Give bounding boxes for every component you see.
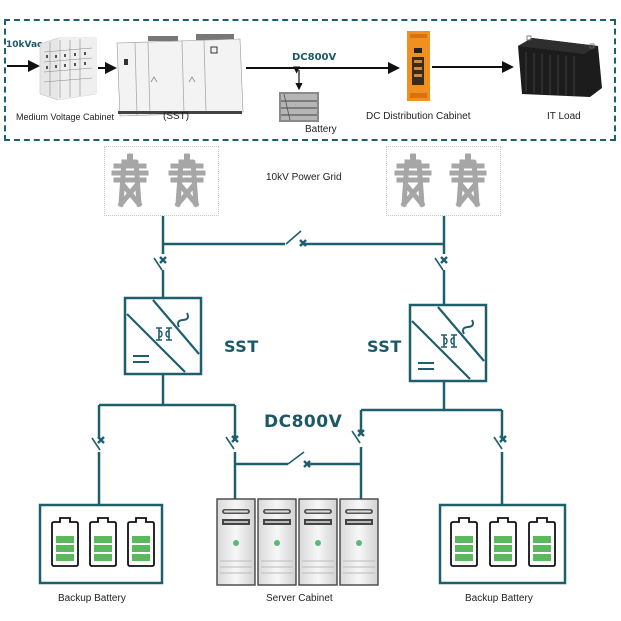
battery-cell-icon bbox=[89, 517, 117, 567]
battery-cell-icon bbox=[489, 517, 517, 567]
server-icon bbox=[339, 498, 379, 586]
grid-tower-box-left bbox=[104, 146, 219, 216]
transmission-tower-icon bbox=[171, 154, 203, 204]
medium-voltage-cabinet-image bbox=[39, 37, 97, 101]
battery-cell-icon bbox=[51, 517, 79, 567]
server-cabinet-label: Server Cabinet bbox=[266, 593, 333, 604]
server-icon bbox=[298, 498, 338, 586]
right-grid-breaker[interactable] bbox=[433, 255, 449, 272]
sst-image bbox=[116, 34, 244, 117]
dc-distribution-cabinet-image bbox=[407, 31, 430, 101]
mv-cabinet-label: Medium Voltage Cabinet bbox=[16, 112, 115, 122]
server-icon bbox=[257, 498, 297, 586]
it-load-label: IT Load bbox=[547, 111, 581, 122]
power-grid-label: 10kV Power Grid bbox=[266, 172, 342, 183]
it-load-image bbox=[518, 35, 602, 97]
left-backup-battery-label: Backup Battery bbox=[58, 593, 126, 604]
ac-tie-breaker[interactable] bbox=[285, 230, 307, 247]
transmission-tower-icon bbox=[114, 154, 146, 204]
dc-distribution-label: DC Distribution Cabinet bbox=[366, 111, 471, 122]
right-server-breaker[interactable] bbox=[350, 428, 366, 445]
sst-label: (SST) bbox=[163, 111, 190, 122]
left-grid-breaker[interactable] bbox=[152, 255, 168, 272]
dc-bus-label: DC800V bbox=[264, 412, 343, 432]
server-icon bbox=[216, 498, 256, 586]
left-server-breaker[interactable] bbox=[224, 434, 240, 451]
battery-cell-icon bbox=[127, 517, 155, 567]
grid-tower-box-right bbox=[386, 146, 501, 216]
left-sst-block bbox=[123, 296, 203, 376]
transmission-tower-icon bbox=[452, 154, 484, 204]
transmission-tower-icon bbox=[397, 154, 429, 204]
battery-rack-image bbox=[279, 92, 319, 122]
right-sst-block bbox=[408, 303, 488, 383]
battery-cell-icon bbox=[528, 517, 556, 567]
top-flow-panel bbox=[4, 19, 616, 141]
right-sst-label: SST bbox=[367, 337, 402, 356]
right-battery-breaker[interactable] bbox=[492, 434, 508, 451]
battery-label: Battery bbox=[305, 124, 337, 135]
left-battery-breaker[interactable] bbox=[90, 435, 106, 452]
dc-tie-breaker[interactable] bbox=[287, 451, 311, 468]
battery-cell-icon bbox=[450, 517, 478, 567]
input-voltage-label: 10kVac bbox=[6, 40, 43, 50]
left-sst-label: SST bbox=[224, 337, 259, 356]
top-dc-bus-label: DC800V bbox=[292, 52, 337, 63]
right-backup-battery-label: Backup Battery bbox=[465, 593, 533, 604]
